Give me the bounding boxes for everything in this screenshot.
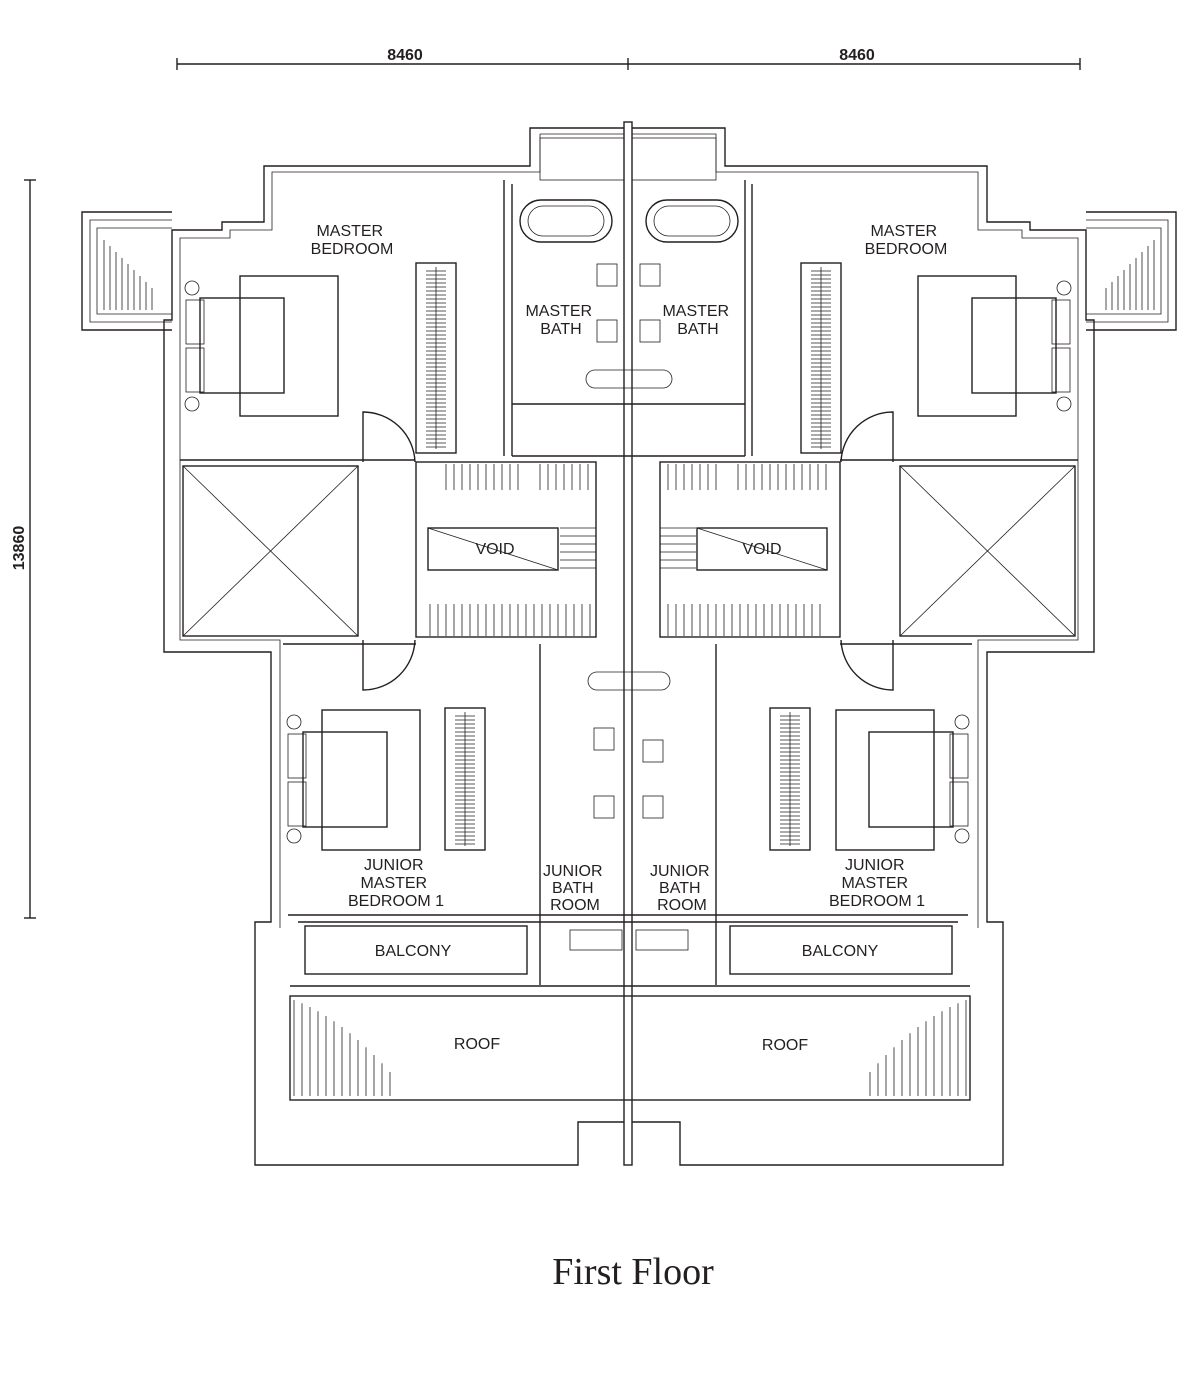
bathtub-right <box>645 199 739 243</box>
label-roof-right: ROOF <box>762 1037 808 1054</box>
interior-walls <box>180 180 1078 985</box>
label-master-bath-right: MASTER BATH <box>662 303 733 338</box>
page-title: First Floor <box>552 1251 714 1293</box>
label-master-bath-left: MASTER BATH <box>525 303 596 338</box>
void-frame-right <box>696 527 828 571</box>
staircases <box>415 461 841 638</box>
label-roof-left: ROOF <box>454 1036 500 1053</box>
roof-hatching <box>103 240 1155 1096</box>
label-master-bedroom-right: MASTER BEDROOM <box>865 223 948 258</box>
bed-master-left <box>184 275 339 417</box>
label-junior-bath-right: JUNIOR BATH ROOM <box>650 863 714 914</box>
bed-master-right <box>917 275 1072 417</box>
label-balcony-left: BALCONY <box>375 943 452 960</box>
label-void-left: VOID <box>475 541 514 558</box>
building-outline <box>81 121 1177 1166</box>
label-master-bedroom-left: MASTER BEDROOM <box>311 223 394 258</box>
doors <box>362 411 894 691</box>
bath-fixtures <box>569 263 689 951</box>
label-balcony-right: BALCONY <box>802 943 879 960</box>
dimension-depth: 13860 <box>11 526 28 571</box>
label-void-right: VOID <box>742 541 781 558</box>
label-junior-master-right: JUNIOR MASTER BEDROOM 1 <box>829 857 925 910</box>
bed-junior-right <box>835 709 970 851</box>
label-junior-bath-left: JUNIOR BATH ROOM <box>543 863 607 914</box>
label-junior-master-left: JUNIOR MASTER BEDROOM 1 <box>348 857 444 910</box>
wardrobes <box>415 262 842 851</box>
void-frame-left <box>427 527 559 571</box>
dimension-width-left: 8460 <box>387 47 423 64</box>
dimension-width-right: 8460 <box>839 47 875 64</box>
balcony-and-roof <box>289 925 971 1101</box>
dimension-lines <box>24 58 1081 919</box>
bed-junior-left <box>286 709 421 851</box>
bathtub-left <box>519 199 613 243</box>
